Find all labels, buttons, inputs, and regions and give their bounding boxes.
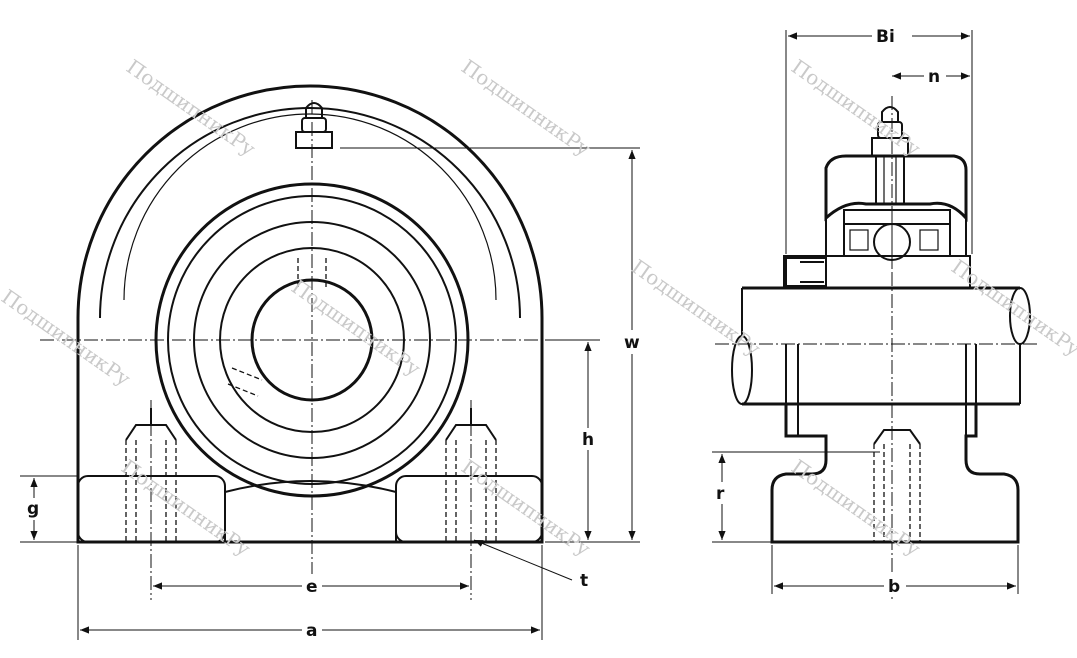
- watermark-text: ПодшипникРу: [457, 454, 595, 561]
- dim-g-label: g: [27, 499, 39, 519]
- dim-e-label: e: [306, 577, 318, 597]
- dim-t-label: t: [580, 571, 588, 591]
- side-dimensions: Bi n r b: [712, 24, 1019, 597]
- dim-n-label: n: [928, 67, 940, 87]
- watermark-text: ПодшипникРу: [117, 454, 255, 561]
- dim-b-label: b: [888, 577, 900, 597]
- side-housing-body: [770, 404, 1020, 544]
- side-bolt: [873, 429, 921, 542]
- front-housing-outline: [76, 84, 544, 544]
- dim-a-label: a: [306, 621, 317, 641]
- front-housing-inner-arc: [99, 107, 521, 319]
- housing-cap: [824, 154, 968, 222]
- inner-ring-collar: [783, 255, 971, 289]
- watermark-text: ПодшипникРу: [627, 254, 765, 361]
- dim-h-label: h: [582, 430, 594, 450]
- shaft: [742, 286, 1020, 406]
- dim-r-label: r: [716, 484, 725, 504]
- watermarks: ПодшипникРу ПодшипникРу ПодшипникРу Подш…: [0, 54, 1077, 561]
- watermark-text: ПодшипникРу: [457, 54, 595, 161]
- side-grease-nipple: [871, 106, 909, 205]
- watermark-text: ПодшипникРу: [787, 54, 925, 161]
- dim-w-label: w: [624, 333, 640, 353]
- watermark-text: ПодшипникРу: [0, 284, 135, 391]
- left-bolt: [125, 408, 177, 542]
- dim-Bi-label: Bi: [876, 27, 895, 47]
- grease-nipple: [295, 102, 333, 149]
- watermark-text: ПодшипникРу: [287, 274, 425, 381]
- watermark-text: ПодшипникРу: [787, 454, 925, 561]
- side-view: [715, 96, 1040, 600]
- front-view: [40, 84, 600, 600]
- front-dimensions: w h g e a t: [20, 147, 646, 641]
